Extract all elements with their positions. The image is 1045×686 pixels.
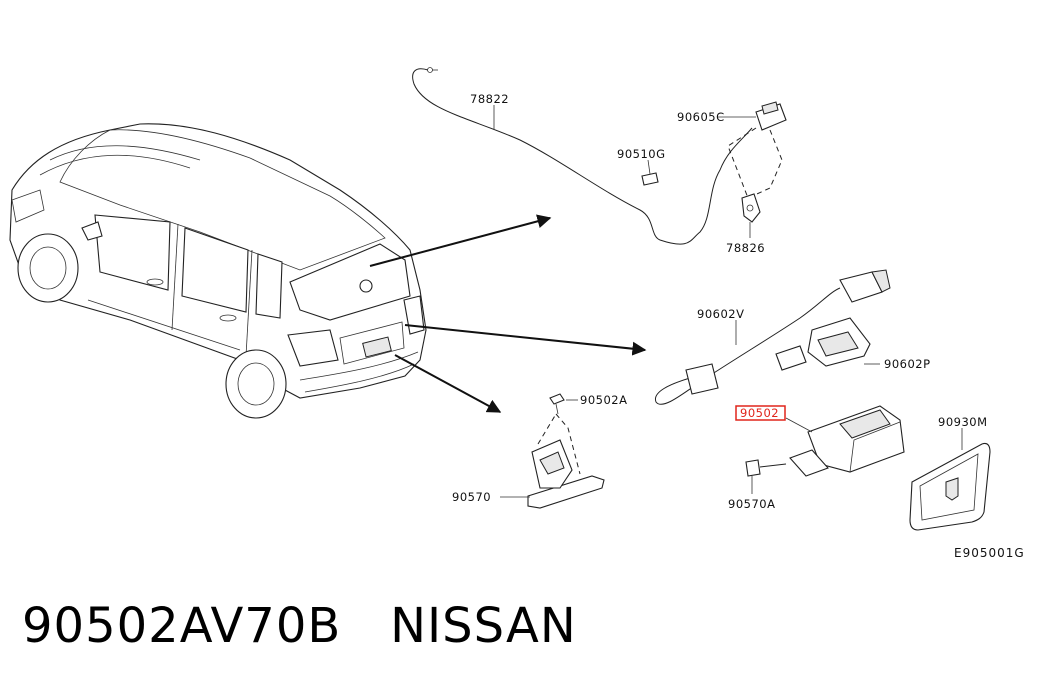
harness-78822: [412, 67, 753, 245]
gasket-90930M: 90930M: [909, 415, 991, 531]
bolt-90570A: 90570A: [728, 459, 787, 511]
diagram-code: E905001G: [954, 546, 1025, 560]
label-90502A: 90502A: [580, 393, 627, 407]
callout-90502-highlighted: 90502: [735, 405, 786, 421]
connector-90605C: 90605C: [677, 101, 787, 199]
label-78822: 78822: [470, 92, 509, 106]
pointer-arrows: [369, 214, 647, 413]
label-90510G: 90510G: [617, 147, 666, 161]
label-90930M: 90930M: [938, 415, 988, 429]
handle-90570: 90570: [452, 413, 605, 509]
label-90570A: 90570A: [728, 497, 775, 511]
harness-90602V: 90602V: [654, 269, 891, 405]
label-90502: 90502: [740, 406, 779, 420]
label-90602P: 90602P: [884, 357, 931, 371]
vehicle-illustration: [9, 123, 427, 419]
bracket-78826: 78826: [726, 193, 765, 255]
clip-90510G: 90510G: [617, 147, 666, 186]
brand-name: NISSAN: [390, 598, 577, 654]
part-caption: 90502AV70B NISSAN: [22, 598, 577, 654]
lamp-90602P: 90602P: [775, 317, 931, 371]
label-78826: 78826: [726, 241, 765, 255]
label-90602V: 90602V: [697, 307, 744, 321]
label-90605C: 90605C: [677, 110, 725, 124]
part-number: 90502AV70B: [22, 598, 342, 654]
switch-90502: [785, 405, 905, 477]
screw-90502A: 90502A: [549, 393, 627, 415]
label-90570: 90570: [452, 490, 491, 504]
callout-78822: 78822: [470, 92, 509, 130]
